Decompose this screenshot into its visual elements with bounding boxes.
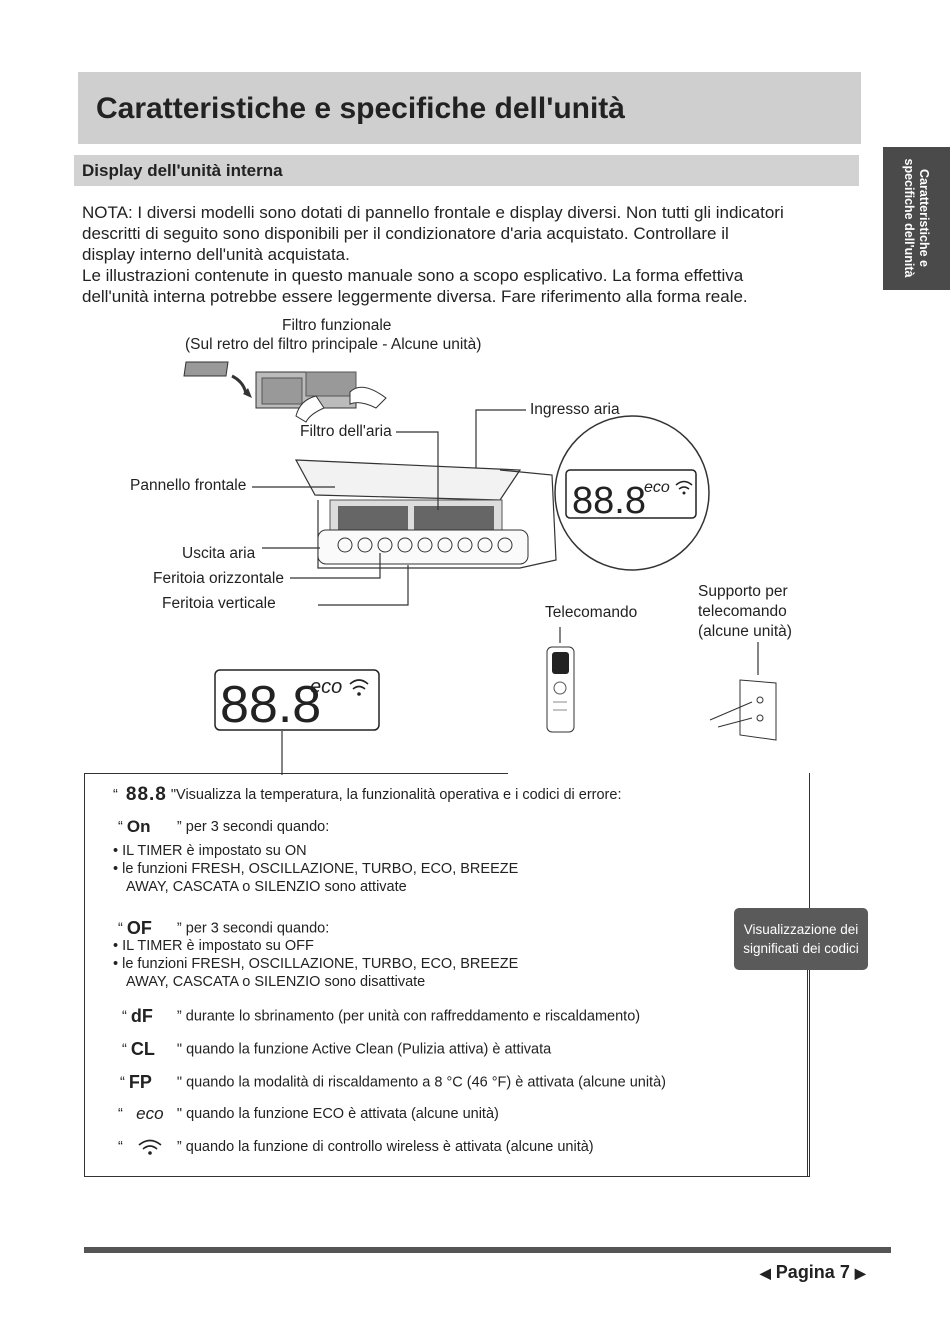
code-row-on: “ On ” per 3 secondi quando:: [118, 817, 329, 837]
note-line-5: dell'unità interna potrebbe essere legge…: [82, 287, 748, 306]
code-row-wifi: “ ” quando la funzione di controllo wire…: [118, 1137, 594, 1157]
code-desc-df: ” durante lo sbrinamento (per unità con …: [176, 1008, 641, 1025]
label-horizontal-louver: Feritoia orizzontale: [153, 570, 284, 587]
open-quote: “: [118, 1138, 123, 1155]
code-button-line1: Visualizzazione dei: [743, 922, 859, 937]
open-quote: “: [122, 1008, 127, 1025]
indoor-unit-diagram: 88.8 eco 88.8 eco: [183, 361, 777, 775]
label-functional-filter-note: (Sul retro del filtro principale - Alcun…: [185, 336, 482, 353]
on-bullet-3: AWAY, CASCATA o SILENZIO sono attivate: [126, 879, 407, 895]
code-symbol-fp: FP: [128, 1072, 152, 1092]
code-symbol-df: dF: [130, 1006, 153, 1026]
code-desc-temp: "Visualizza la temperatura, la funzional…: [170, 786, 622, 803]
label-remote-holder-2: telecomando: [698, 603, 787, 620]
code-symbol-on: On: [126, 817, 151, 836]
code-symbol-eco: eco: [136, 1104, 164, 1123]
label-remote-holder-1: Supporto per: [698, 583, 788, 600]
note-line-1: NOTA: I diversi modelli sono dotati di p…: [82, 203, 784, 222]
display-zoom-circle: 88.8 eco: [554, 415, 710, 571]
code-row-df: “ dF ” durante lo sbrinamento (per unità…: [122, 1006, 640, 1027]
zoom-display-digits: 88.8: [572, 480, 646, 522]
code-meanings-button[interactable]: Visualizzazione dei significati dei codi…: [734, 908, 868, 970]
label-remote-holder-3: (alcune unità): [698, 623, 792, 640]
wifi-icon: [138, 1139, 162, 1155]
next-page-arrow-icon[interactable]: ▶: [854, 1265, 866, 1281]
note-line-3: display interno dell'unità acquistata.: [82, 245, 350, 264]
display-panel-large: 88.8 eco: [214, 669, 380, 734]
page-title-bar: Caratteristiche e specifiche dell'unità: [78, 72, 861, 144]
codes-frame-top: [84, 773, 508, 774]
label-functional-filter: Filtro funzionale: [282, 317, 392, 334]
code-desc-of: ” per 3 secondi quando:: [176, 920, 330, 937]
code-row-of: “ OF ” per 3 secondi quando:: [118, 918, 329, 939]
code-row-cl: “ CL " quando la funzione Active Clean (…: [122, 1039, 551, 1060]
page-label: Pagina: [775, 1262, 835, 1282]
code-row-fp: “ FP " quando la modalità di riscaldamen…: [120, 1072, 666, 1093]
label-air-outlet: Uscita aria: [182, 545, 256, 562]
on-bullet-1: • IL TIMER è impostato su ON: [113, 843, 307, 859]
functional-filter-illustration: [183, 361, 387, 423]
page-title: Caratteristiche e specifiche dell'unità: [96, 92, 625, 125]
open-quote: “: [118, 920, 123, 937]
label-air-inlet: Ingresso aria: [530, 401, 620, 418]
section-header: Display dell'unità interna: [74, 155, 859, 186]
note-line-4: Le illustrazioni contenute in questo man…: [82, 266, 744, 285]
codes-frame: [84, 773, 810, 1177]
zoom-wifi-icon: [675, 480, 693, 490]
remote-control-illustration: [546, 646, 575, 733]
code-desc-on: ” per 3 secondi quando:: [176, 818, 330, 835]
open-quote: “: [118, 818, 123, 835]
section-title: Display dell'unità interna: [82, 161, 283, 180]
note-line-2: descritti di seguito sono disponibili pe…: [82, 224, 729, 243]
label-air-filter: Filtro dell'aria: [300, 423, 392, 440]
of-bullet-3: AWAY, CASCATA o SILENZIO sono disattivat…: [126, 974, 426, 990]
code-symbol-cl: CL: [130, 1039, 155, 1059]
code-row-temperature: “ 88.8 "Visualizza la temperatura, la fu…: [113, 784, 621, 806]
open-quote: “: [120, 1074, 125, 1091]
panel-eco-icon: eco: [310, 676, 342, 698]
code-button-line2: significati dei codici: [743, 941, 859, 956]
on-bullet-2: • le funzioni FRESH, OSCILLAZIONE, TURBO…: [113, 861, 519, 877]
remote-holder-illustration: [709, 679, 777, 741]
code-desc-fp: " quando la modalità di riscaldamento a …: [176, 1074, 666, 1091]
code-button-connector: [807, 970, 808, 1177]
open-quote: “: [122, 1041, 127, 1058]
label-front-panel: Pannello frontale: [130, 477, 247, 494]
label-remote-control: Telecomando: [545, 604, 638, 621]
page-footer: ◀ Pagina 7 ▶: [760, 1262, 866, 1283]
code-symbol-of: OF: [126, 918, 152, 938]
prev-page-arrow-icon[interactable]: ◀: [760, 1265, 771, 1281]
indoor-unit-illustration: [294, 459, 557, 569]
of-bullet-1: • IL TIMER è impostato su OFF: [113, 938, 314, 954]
label-vertical-louver: Feritoia verticale: [162, 595, 276, 612]
code-desc-eco: " quando la funzione ECO è attivata (alc…: [176, 1105, 499, 1122]
zoom-eco-icon: eco: [644, 479, 670, 496]
of-bullet-2: • le funzioni FRESH, OSCILLAZIONE, TURBO…: [113, 956, 519, 972]
panel-display-digits: 88.8: [220, 676, 321, 734]
code-row-eco: “ eco " quando la funzione ECO è attivat…: [118, 1104, 499, 1124]
code-desc-cl: " quando la funzione Active Clean (Puliz…: [176, 1041, 552, 1058]
page-number: 7: [839, 1262, 850, 1282]
footer-rule: [84, 1247, 891, 1253]
chapter-side-tab[interactable]: Caratteristiche e specifiche dell'unità: [883, 147, 950, 290]
code-desc-wifi: ” quando la funzione di controllo wirele…: [176, 1138, 594, 1155]
panel-wifi-icon: [349, 679, 369, 690]
open-quote: “: [118, 1105, 123, 1122]
code-symbol-temp: 88.8: [125, 784, 167, 805]
open-quote: “: [113, 786, 118, 803]
